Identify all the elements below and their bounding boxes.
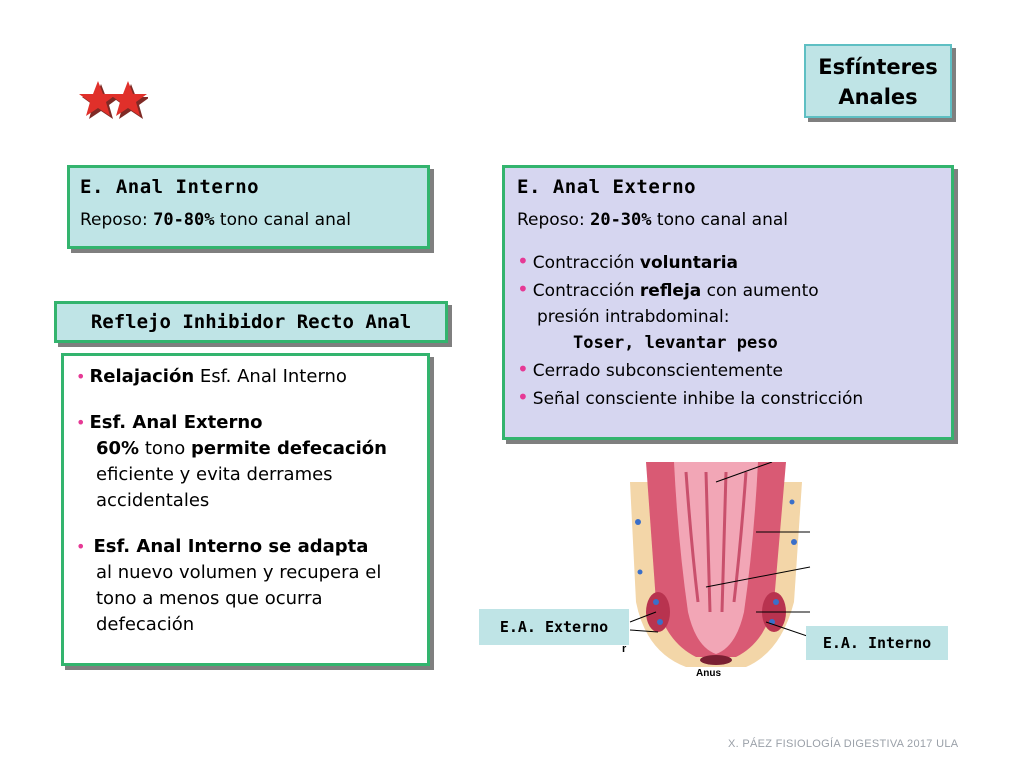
reposo-rest: tono canal anal [651,210,788,230]
text: con aumento [701,281,819,301]
text: Señal consciente inhibe la constricción [532,389,864,409]
interno-heading: E. Anal Interno [80,176,260,198]
title-line2: Anales [838,85,918,109]
label-ea-interno: E.A. Interno [806,626,948,660]
text-bold: voluntaria [639,253,738,273]
externo-bullet-4: •Señal consciente inhibe la constricción [517,384,939,412]
bullet-icon: • [76,537,86,556]
label-ea-externo: E.A. Externo [479,609,629,645]
bullet-icon: • [517,385,529,409]
externo-bullet-1: •Contracción voluntaria [517,248,939,276]
reflejo-point-3-line4: defecación [96,614,195,635]
text: Esf. Anal Interno [194,366,347,387]
reposo-label: Reposo: [517,210,591,230]
reposo-label: Reposo: [80,210,154,230]
reflejo-point-2-line2: eficiente y evita derrames [96,464,333,485]
bullet-icon: • [517,357,529,381]
reflejo-point-2-line3: accidentales [96,490,210,511]
text-bold: permite defecación [191,438,387,459]
reposo-value: 70-80% [153,210,215,230]
text: Contracción [532,281,640,301]
bullet-icon: • [76,367,86,386]
externo-box: E. Anal Externo Reposo: 20-30% tono cana… [502,165,954,440]
externo-bullet-3: •Cerrado subconscientemente [517,356,939,384]
footer-credit: X. PÁEZ FISIOLOGÍA DIGESTIVA 2017 ULA [728,738,959,750]
reposo-rest: tono canal anal [214,210,351,230]
externo-reposo: Reposo: 20-30% tono canal anal [517,210,939,230]
text-bold: Esf. Anal Externo [89,412,263,433]
title-line1: Esfínteres [818,55,938,79]
reflejo-body: •Relajación Esf. Anal Interno •Esf. Anal… [61,353,430,666]
externo-bullet-2-line3: Toser, levantar peso [573,333,778,353]
reflejo-point-2: •Esf. Anal Externo [76,410,415,436]
reflejo-point-3-line2: al nuevo volumen y recupera el [96,562,382,583]
text: tono [139,438,192,459]
text-bold: Relajación [89,366,195,387]
interno-reposo: Reposo: 70-80% tono canal anal [80,210,417,230]
bullet-icon: • [76,413,86,432]
text-bold: refleja [639,281,702,301]
reflejo-point-2-line1: 60% tono permite defecación [76,436,415,462]
text: Contracción [532,253,640,273]
interno-box: E. Anal Interno Reposo: 70-80% tono cana… [67,165,430,249]
reflejo-heading: Reflejo Inhibidor Recto Anal [54,301,448,343]
externo-bullet-2-line2: presión intrabdominal: [537,307,730,327]
text-bold: 60% [96,438,140,459]
text: Cerrado subconscientemente [532,361,783,381]
bullet-icon: • [517,277,529,301]
reflejo-point-3-line3: tono a menos que ocurra [96,588,323,609]
anal-canal-illustration: Anus r [622,462,811,679]
reposo-value: 20-30% [590,210,652,230]
stars-decoration [79,81,148,119]
reflejo-point-3: • Esf. Anal Interno se adapta [76,534,415,560]
r-label: r [622,643,627,655]
text-bold: Esf. Anal Interno se adapta [93,536,369,557]
anus-label: Anus [696,668,721,679]
reflejo-point-1: •Relajación Esf. Anal Interno [76,364,415,390]
bullet-icon: • [517,249,529,273]
externo-heading: E. Anal Externo [517,176,697,198]
slide-title: Esfínteres Anales [804,44,952,118]
externo-bullet-2: •Contracción refleja con aumento [517,276,939,304]
